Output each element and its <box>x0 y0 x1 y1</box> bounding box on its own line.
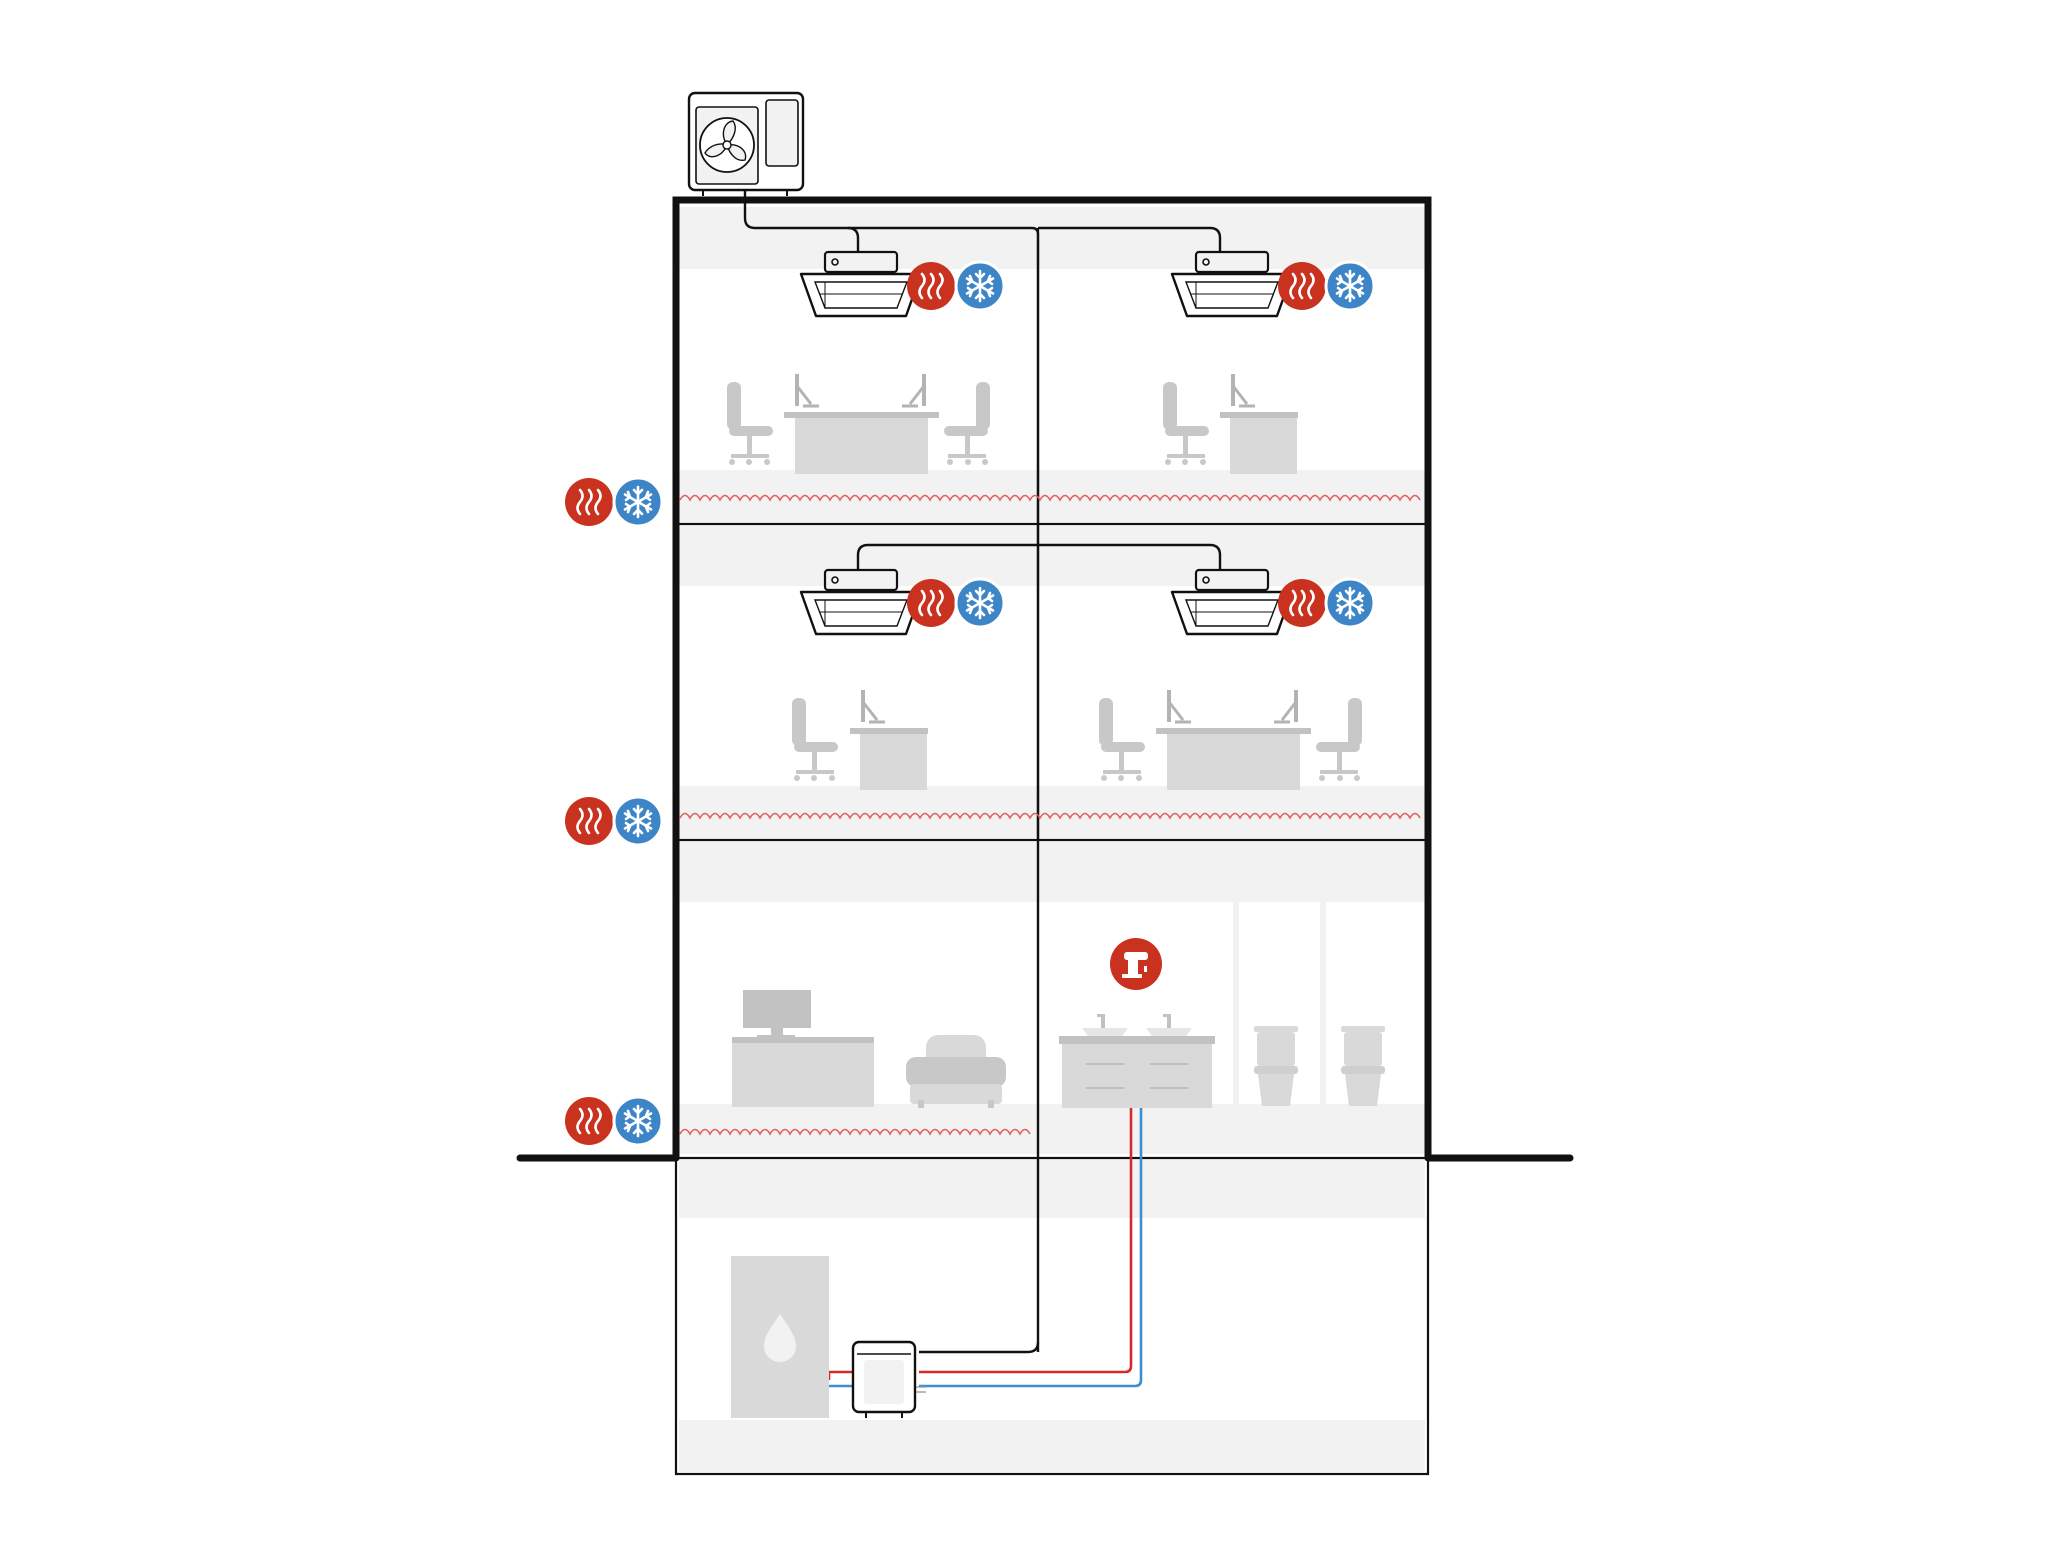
underfloor-heating <box>679 494 1421 1136</box>
underfloor-coil-ground-floor <box>679 1128 1031 1136</box>
snowflake-icon <box>612 476 664 528</box>
water-tank <box>731 1256 829 1418</box>
underfloor-coil-first-floor <box>679 812 1421 820</box>
snowflake-icon <box>612 1095 664 1147</box>
snowflake-icon <box>1324 260 1376 312</box>
heating-icon <box>563 795 615 847</box>
outdoor-heat-pump-unit <box>687 91 805 196</box>
tap-icon <box>1110 938 1162 990</box>
fan-icon <box>699 117 755 173</box>
heating-icon <box>1276 577 1328 629</box>
washroom-partitions <box>1233 902 1326 1104</box>
building-outline <box>516 196 1574 1476</box>
snowflake-icon <box>612 795 664 847</box>
refrigerant-pipes <box>743 190 1222 1354</box>
heating-icon <box>905 260 957 312</box>
washroom-fixtures <box>1059 1014 1385 1108</box>
heating-icon <box>905 577 957 629</box>
water-drop-icon <box>764 1314 796 1362</box>
reception-furniture <box>732 990 1006 1108</box>
snowflake-icon <box>954 260 1006 312</box>
office-furniture-upper-left <box>725 372 992 474</box>
heating-icon <box>563 1095 615 1147</box>
underfloor-coil-second-floor <box>679 494 1421 502</box>
office-furniture-lower-left <box>790 688 928 790</box>
floor-bands <box>679 207 1425 1472</box>
heating-icon <box>563 476 615 528</box>
indoor-heat-pump-module <box>851 1340 926 1418</box>
office-furniture-upper-right <box>1161 372 1298 474</box>
snowflake-icon <box>1324 577 1376 629</box>
heating-icon <box>1276 260 1328 312</box>
office-furniture-lower-right <box>1097 688 1364 790</box>
snowflake-icon <box>954 577 1006 629</box>
